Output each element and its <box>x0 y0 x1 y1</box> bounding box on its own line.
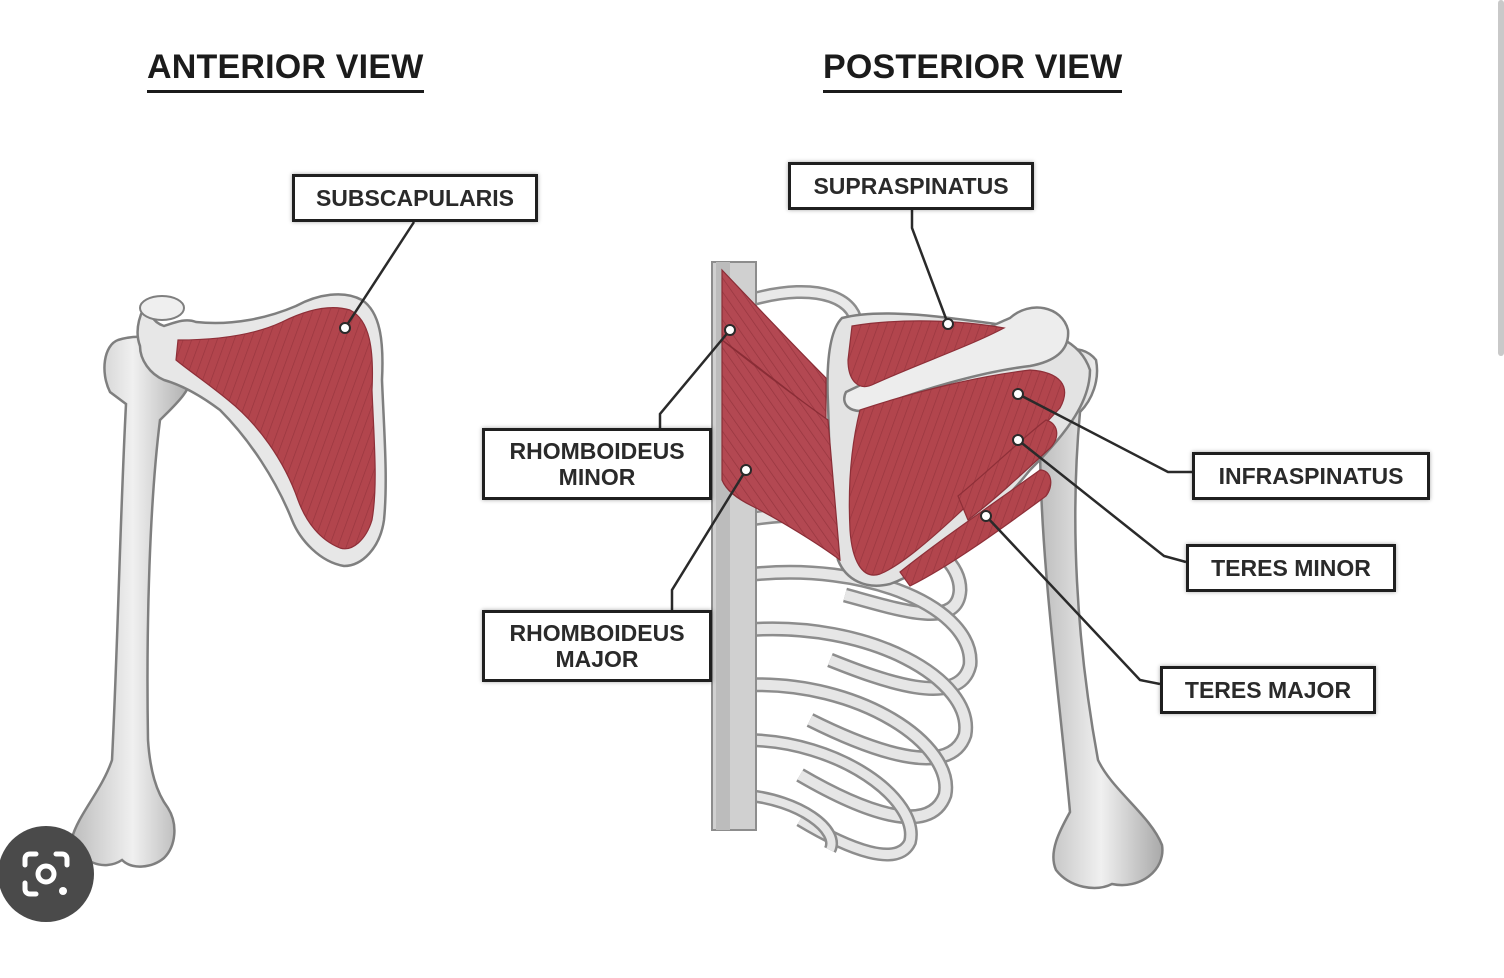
subscapularis-muscle <box>175 307 376 550</box>
posterior-view-title: POSTERIOR VIEW <box>823 48 1123 93</box>
teres-major-label: TERES MAJOR <box>1160 666 1376 714</box>
rhomboideus-minor-muscle <box>721 268 827 422</box>
subscapularis-label: SUBSCAPULARIS <box>292 174 538 222</box>
infraspinatus-label: INFRASPINATUS <box>1192 452 1430 500</box>
rhomboideus-minor-label-line2: MINOR <box>558 464 636 490</box>
teres-minor-label: TERES MINOR <box>1186 544 1396 592</box>
rhomboideus-major-muscle <box>721 338 841 562</box>
teres-minor-leader <box>1012 434 1187 564</box>
supraspinatus-label-text: SUPRASPINATUS <box>813 173 1009 199</box>
subscapularis-leader <box>339 221 416 334</box>
infraspinatus-label-text: INFRASPINATUS <box>1218 463 1404 489</box>
rhomboideus-major-label-line1: RHOMBOIDEUS <box>509 620 685 646</box>
visual-search-camera-icon <box>22 851 70 897</box>
supraspinatus-muscle <box>847 320 1006 388</box>
posterior-humerus <box>1038 347 1164 890</box>
subscapularis-label-text: SUBSCAPULARIS <box>315 185 515 211</box>
rhomboideus-minor-leader <box>658 324 736 428</box>
scrollbar-thumb[interactable] <box>1498 0 1504 356</box>
supraspinatus-label: SUPRASPINATUS <box>788 162 1034 210</box>
rhomboideus-major-label: RHOMBOIDEUS MAJOR <box>482 610 712 682</box>
teres-major-label-text: TERES MAJOR <box>1184 677 1352 703</box>
supraspinatus-leader <box>910 210 954 330</box>
teres-minor-muscle <box>957 419 1058 521</box>
rhomboideus-major-leader <box>670 464 752 610</box>
rhomboideus-major-label-line2: MAJOR <box>555 646 639 672</box>
rhomboideus-minor-label-line1: RHOMBOIDEUS <box>509 438 685 464</box>
rhomboideus-minor-label: RHOMBOIDEUS MINOR <box>482 428 712 500</box>
teres-minor-label-text: TERES MINOR <box>1211 555 1371 581</box>
teres-major-leader <box>980 510 1161 686</box>
teres-major-muscle <box>899 469 1052 587</box>
visual-search-button[interactable] <box>0 826 94 922</box>
infraspinatus-leader <box>1012 388 1192 474</box>
anterior-view-title: ANTERIOR VIEW <box>147 48 424 93</box>
anterior-humerus <box>70 335 196 868</box>
